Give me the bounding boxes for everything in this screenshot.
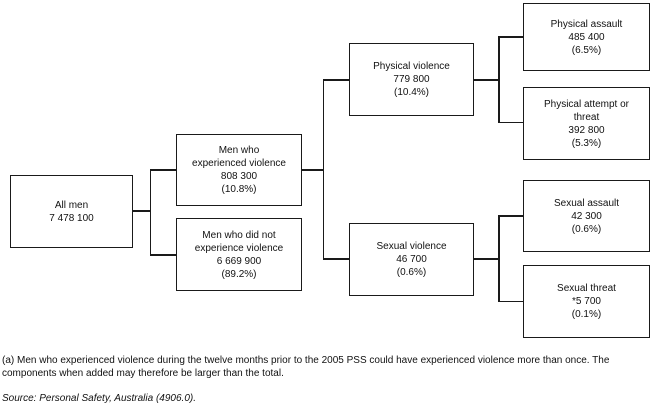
- node-physical-assault: Physical assault 485 400 (6.5%): [523, 3, 650, 71]
- connector-to-physical-attempt: [498, 121, 523, 123]
- node-line: 7 478 100: [49, 212, 94, 224]
- node-line: 392 800: [568, 124, 605, 136]
- node-line: (10.8%): [221, 184, 257, 195]
- connector-sexual-stub: [474, 258, 500, 260]
- node-line: Sexual assault: [553, 197, 620, 209]
- node-line: (10.4%): [393, 87, 429, 98]
- node-line: (89.2%): [221, 268, 257, 280]
- node-sexual-violence: Sexual violence 46 700 (0.6%): [349, 223, 474, 296]
- node-line: Sexual threat: [557, 283, 616, 294]
- connector-experienced-stub: [302, 169, 324, 171]
- node-line: Physical attempt or: [543, 98, 630, 110]
- node-sexual-threat: Sexual threat *5 700 (0.1%): [523, 265, 650, 338]
- footnote-source: Source: Personal Safety, Australia (4906…: [2, 393, 196, 404]
- node-line: experience violence: [194, 242, 284, 254]
- connector-to-physical-violence: [322, 79, 349, 81]
- node-line: Sexual violence: [376, 241, 447, 252]
- node-line: 42 300: [571, 210, 602, 222]
- node-line: Physical assault: [550, 18, 623, 30]
- node-physical-attempt-or-threat: Physical attempt or threat 392 800 (5.3%…: [523, 87, 650, 160]
- node-line: All men: [54, 199, 89, 211]
- connector-level3-spine: [322, 79, 324, 260]
- connector-physical-stub: [474, 79, 500, 81]
- node-line: 485 400: [568, 31, 605, 43]
- node-line: (0.1%): [571, 309, 602, 320]
- node-sexual-assault: Sexual assault 42 300 (0.6%): [523, 180, 650, 252]
- footnote-a: (a) Men who experienced violence during …: [2, 355, 610, 379]
- connector-to-not-experienced: [149, 254, 176, 256]
- node-line: Men who: [218, 145, 260, 156]
- node-line: (6.5%): [571, 44, 602, 56]
- connector-to-sexual-assault: [498, 215, 523, 217]
- node-men-experienced-violence: Men who experienced violence 808 300 (10…: [176, 134, 302, 206]
- node-physical-violence: Physical violence 779 800 (10.4%): [349, 43, 474, 116]
- node-line: (5.3%): [571, 137, 602, 149]
- node-men-did-not-experience-violence: Men who did not experience violence 6 66…: [176, 218, 302, 291]
- node-line: 779 800: [393, 74, 430, 85]
- node-line: threat: [573, 111, 600, 123]
- connector-level2-spine: [149, 169, 151, 256]
- connector-to-sexual-threat: [498, 300, 523, 302]
- node-line: 6 669 900: [216, 255, 262, 267]
- node-line: 46 700: [396, 254, 427, 265]
- node-line: *5 700: [572, 296, 601, 307]
- connector-to-experienced: [149, 169, 176, 171]
- node-line: experienced violence: [192, 158, 286, 169]
- connector-sexual-spine: [498, 215, 500, 302]
- node-line: (0.6%): [571, 223, 602, 235]
- connector-to-sexual-violence: [322, 258, 349, 260]
- connector-allmen-stub: [133, 210, 151, 212]
- node-line: Men who did not: [202, 229, 276, 241]
- node-all-men: All men 7 478 100: [10, 175, 133, 248]
- node-line: 808 300: [220, 171, 258, 182]
- connector-physical-spine: [498, 36, 500, 123]
- node-line: Physical violence: [373, 61, 450, 72]
- node-line: (0.6%): [396, 267, 427, 278]
- connector-to-physical-assault: [498, 36, 523, 38]
